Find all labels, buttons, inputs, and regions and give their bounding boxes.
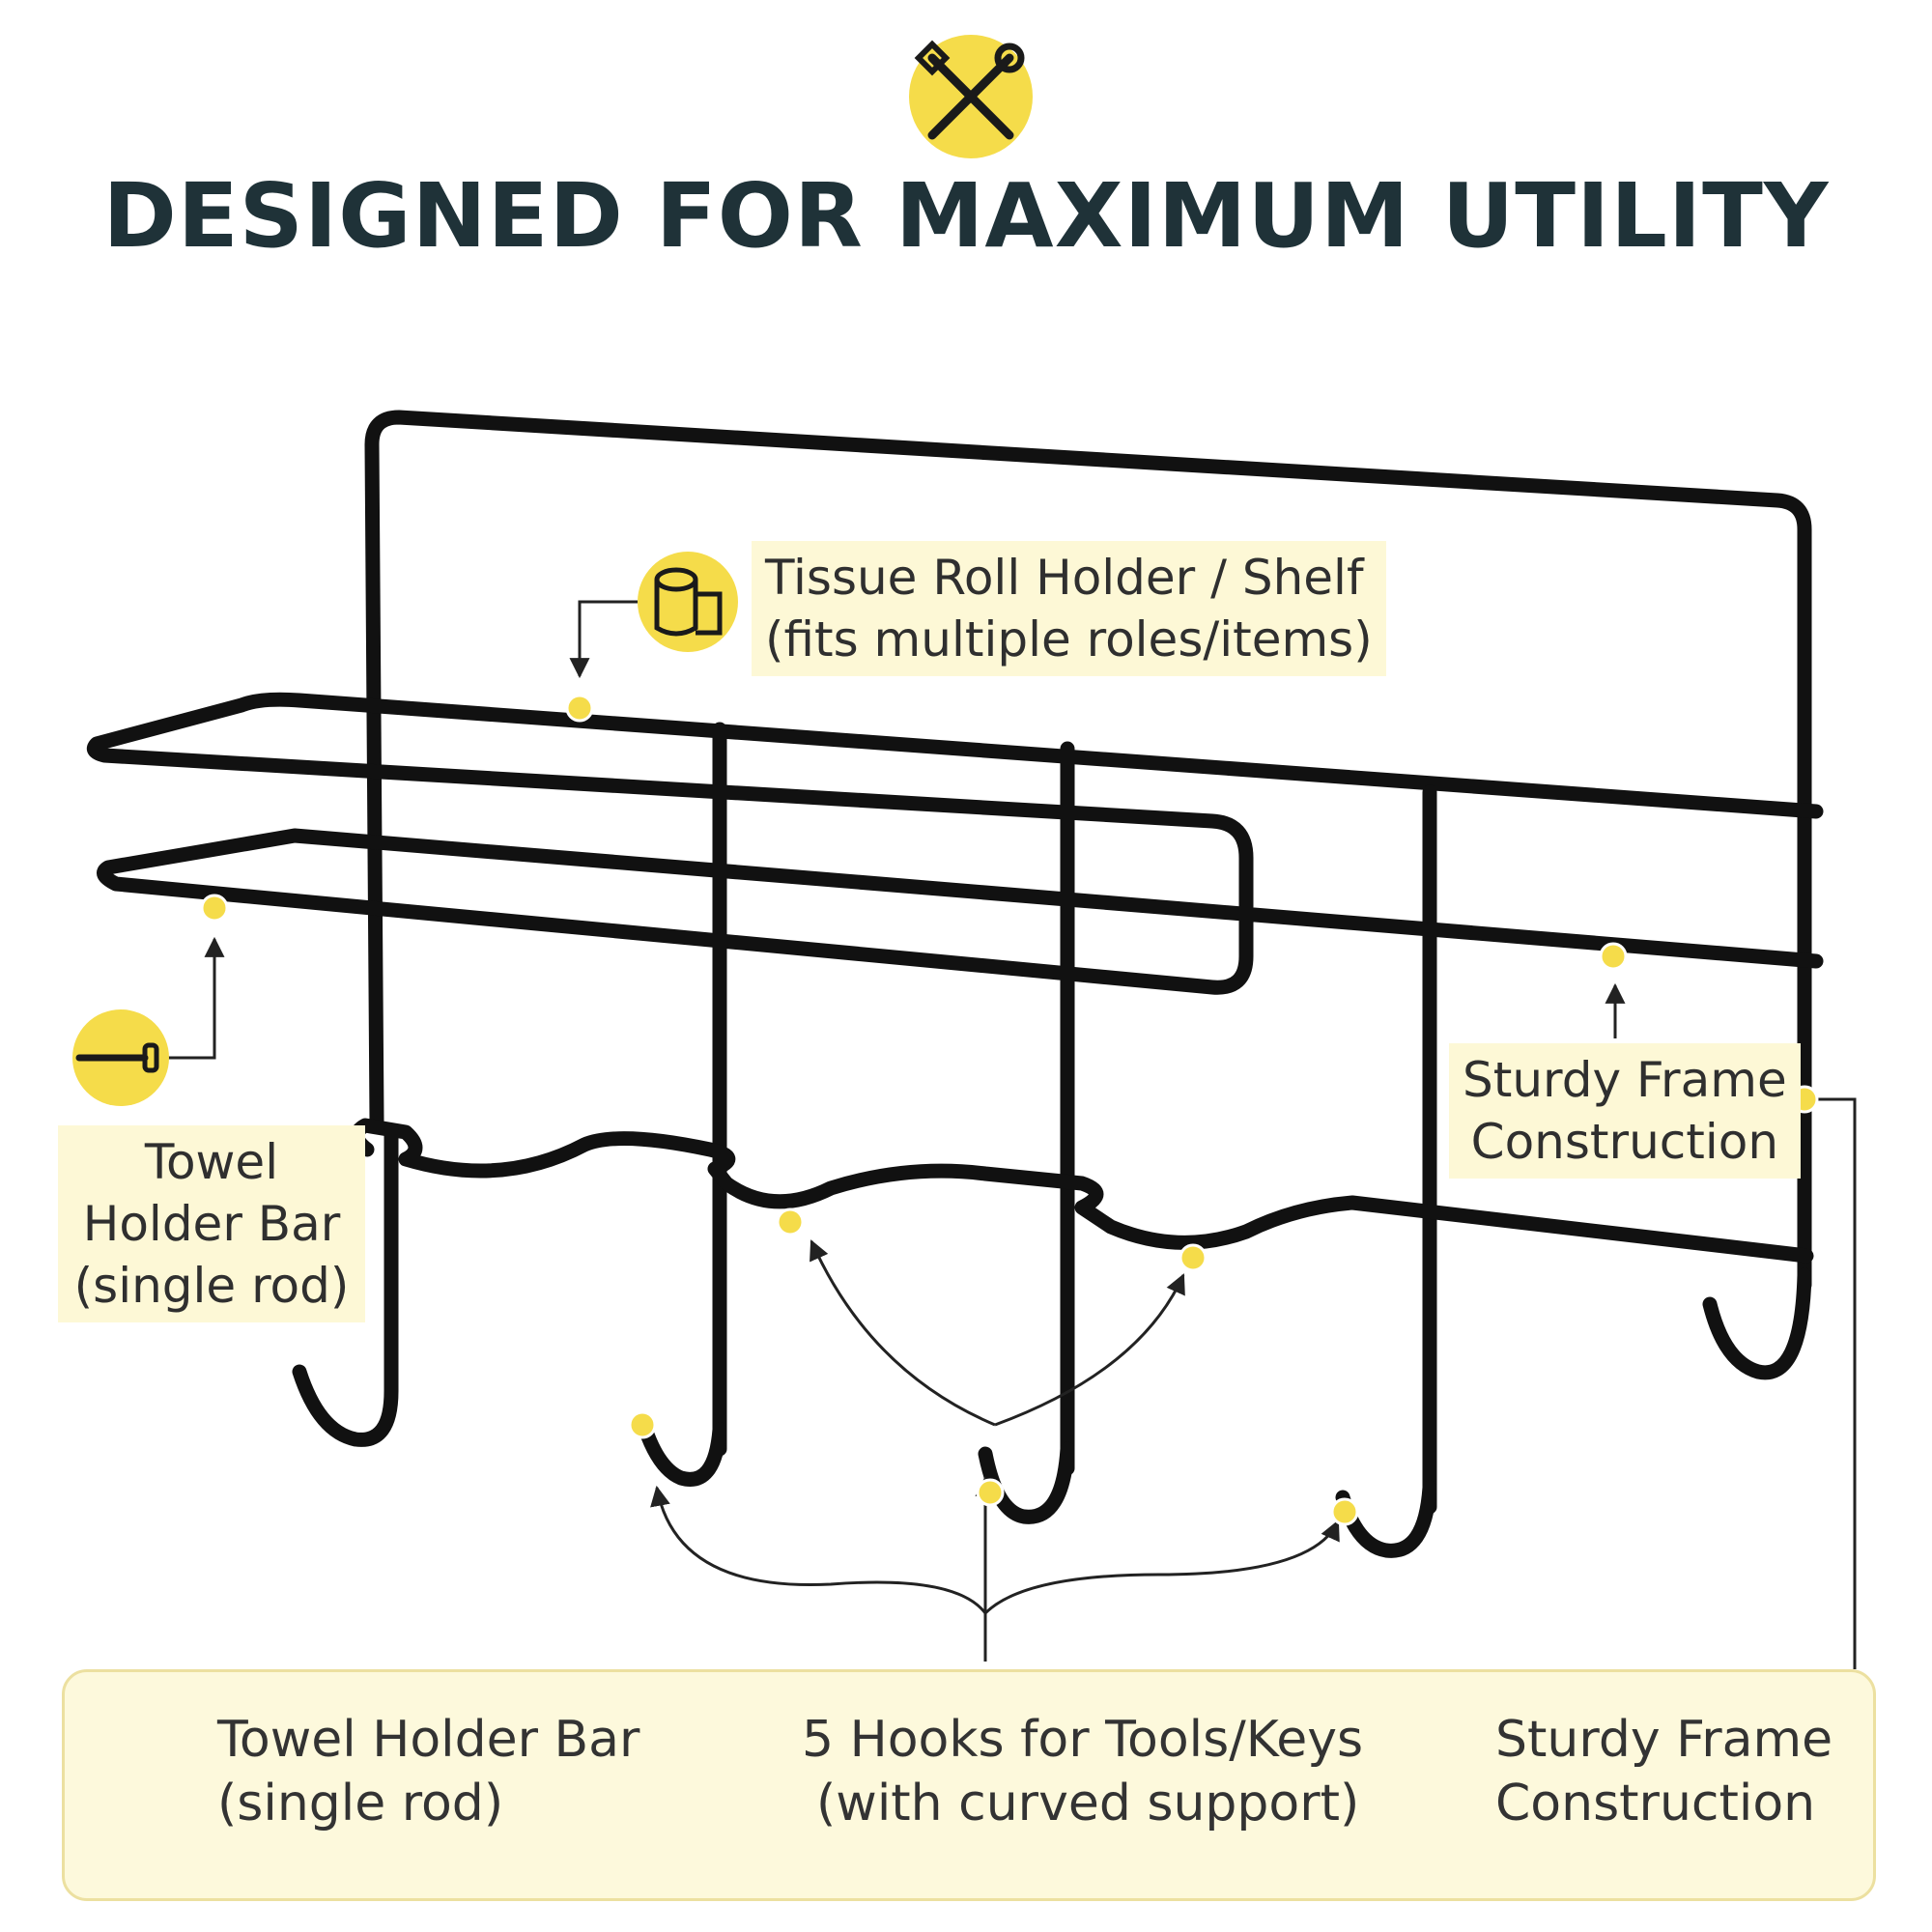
page-title: DESIGNED FOR MAXIMUM UTILITY bbox=[102, 164, 1830, 268]
callout-tissue-line2: (fits multiple roles/items) bbox=[765, 611, 1373, 668]
header-tools-icon bbox=[909, 35, 1033, 158]
callout-towel-holder-bar: Towel Holder Bar (single rod) bbox=[58, 1125, 365, 1322]
legend-hooks-text: 5 Hooks for Tools/Keys (with curved supp… bbox=[802, 1708, 1363, 1835]
legend-hooks-line2: (with curved support) bbox=[816, 1775, 1360, 1833]
callout-towel-line2: Holder Bar bbox=[82, 1196, 341, 1252]
legend-towel-text: Towel Holder Bar (single rod) bbox=[217, 1708, 639, 1835]
legend-hooks-line1: 5 Hooks for Tools/Keys bbox=[802, 1711, 1364, 1769]
tissue-roll-icon bbox=[638, 552, 738, 652]
legend-frame-line1: Sturdy Frame bbox=[1495, 1711, 1833, 1769]
legend-frame-text: Sturdy Frame Construction bbox=[1495, 1708, 1833, 1835]
legend-panel bbox=[62, 1669, 1876, 1901]
callout-frame-line2: Construction bbox=[1470, 1114, 1779, 1170]
legend-frame-line2: Construction bbox=[1495, 1775, 1816, 1833]
highlight-dots bbox=[200, 694, 1819, 1526]
callout-frame-line1: Sturdy Frame bbox=[1463, 1052, 1787, 1108]
legend-towel-line2: (single rod) bbox=[217, 1775, 504, 1833]
callout-sturdy-frame: Sturdy Frame Construction bbox=[1449, 1043, 1801, 1179]
connector-lines bbox=[164, 600, 1857, 1669]
wire-rack-frame bbox=[86, 410, 1824, 1558]
legend-towel-line1: Towel Holder Bar bbox=[217, 1711, 640, 1769]
callout-tissue-roll-holder: Tissue Roll Holder / Shelf (fits multipl… bbox=[752, 541, 1386, 676]
towel-bar-icon bbox=[72, 1009, 169, 1106]
callout-towel-line3: (single rod) bbox=[73, 1258, 350, 1314]
callout-towel-line1: Towel bbox=[144, 1134, 279, 1190]
callout-tissue-line1: Tissue Roll Holder / Shelf bbox=[765, 550, 1364, 606]
